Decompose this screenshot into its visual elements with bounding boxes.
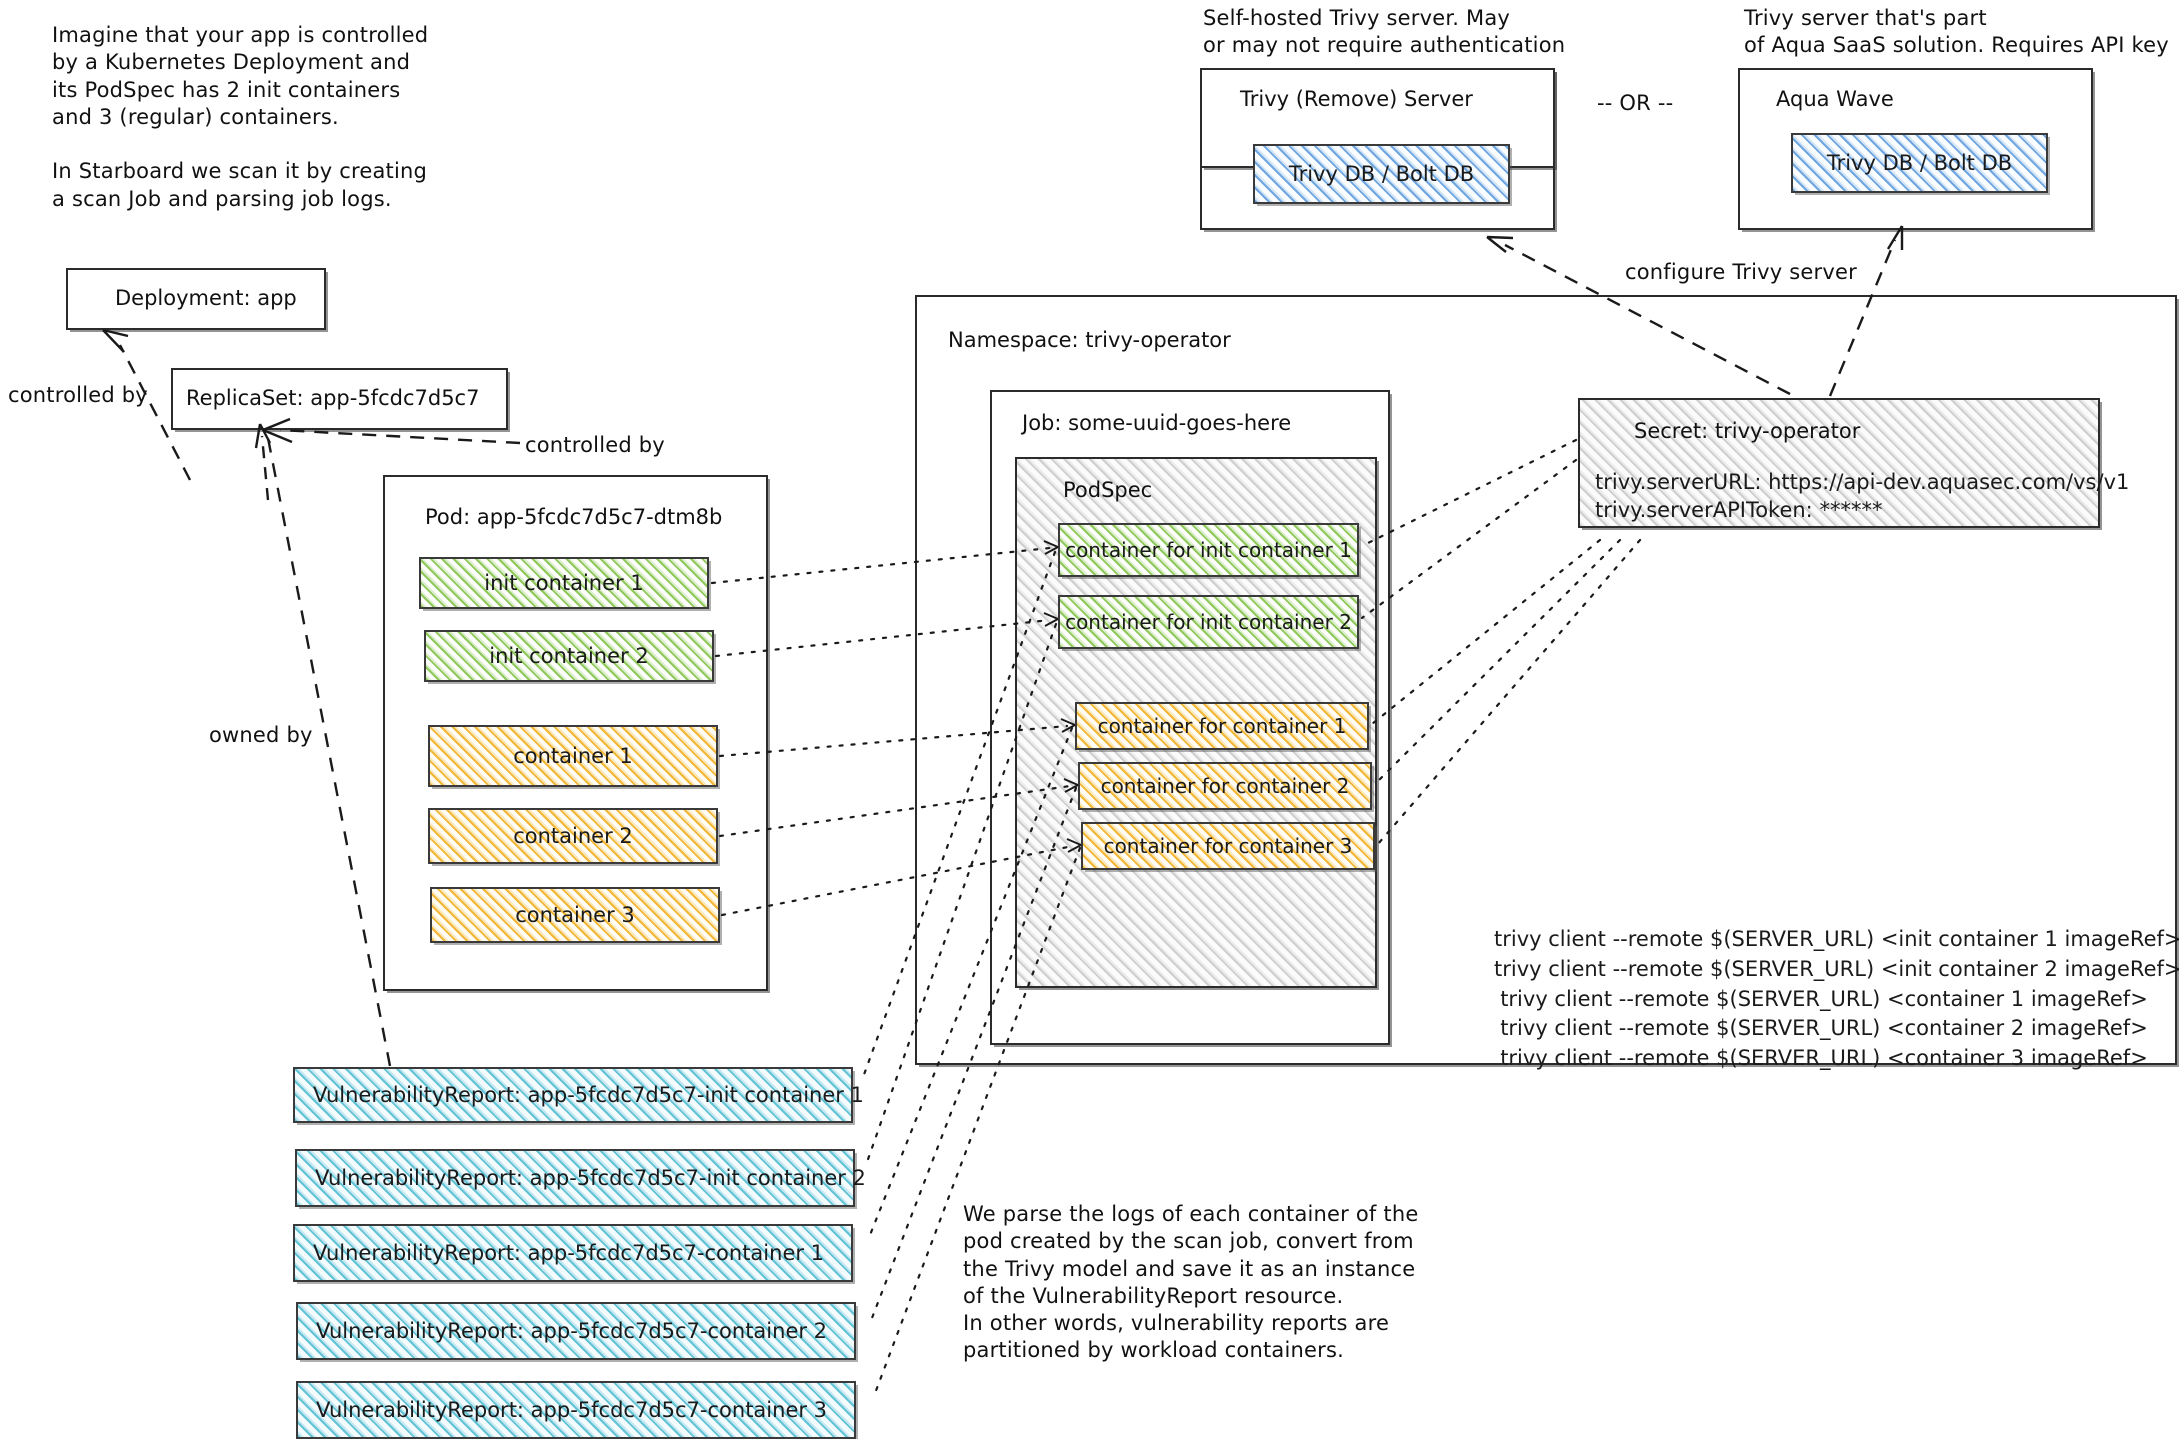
job-title: Job: some-uuid-goes-here	[1022, 411, 1292, 435]
pod-container-0-label: init container 1	[484, 571, 644, 595]
pod-container-2: container 1	[428, 725, 718, 787]
deployment-label: Deployment: app	[115, 286, 297, 310]
arrow-pod-owner	[260, 435, 270, 501]
pod-container-3: container 2	[428, 808, 718, 864]
podspec-title: PodSpec	[1063, 478, 1153, 502]
configure-trivy-server-label: configure Trivy server	[1625, 260, 1857, 284]
scan-container-4: container for container 3	[1081, 822, 1375, 870]
aqua-saas-note: Trivy server that's part of Aqua SaaS so…	[1744, 6, 2169, 58]
pod-container-2-label: container 1	[513, 744, 633, 768]
pod-container-1-label: init container 2	[489, 644, 649, 668]
pod-container-4: container 3	[430, 887, 720, 943]
vulnerability-report-4-label: VulnerabilityReport: app-5fcdc7d5c7-cont…	[316, 1398, 828, 1422]
vulnerability-report-1: VulnerabilityReport: app-5fcdc7d5c7-init…	[295, 1149, 866, 1207]
trivy-remote-server-outer	[1200, 68, 1555, 230]
trivy-remote-db-label: Trivy DB / Bolt DB	[1288, 162, 1475, 186]
secret-title: Secret: trivy-operator	[1634, 419, 1861, 443]
namespace-title: Namespace: trivy-operator	[948, 328, 1231, 352]
trivy-command-lines: trivy client --remote $(SERVER_URL) <ini…	[1494, 927, 2179, 1071]
arrowhead-deployment	[102, 328, 129, 353]
owned-by-label: owned by	[209, 723, 313, 747]
vulnerability-report-4: VulnerabilityReport: app-5fcdc7d5c7-cont…	[296, 1381, 856, 1439]
scan-container-4-label: container for container 3	[1103, 834, 1353, 858]
scan-container-0-label: container for init container 1	[1065, 538, 1352, 562]
pod-container-4-label: container 3	[515, 903, 635, 927]
secret-box	[1578, 398, 2100, 528]
replicaset-box	[171, 368, 508, 430]
controlled-by-left-label: controlled by	[8, 383, 148, 407]
vulnerability-report-2: VulnerabilityReport: app-5fcdc7d5c7-cont…	[293, 1224, 853, 1282]
scan-container-2-label: container for container 1	[1097, 714, 1347, 738]
aqua-wave-db-box: Trivy DB / Bolt DB	[1791, 133, 2048, 193]
pod-container-1: init container 2	[424, 630, 714, 682]
trivy-remote-db-box: Trivy DB / Bolt DB	[1253, 144, 1510, 204]
pod-container-0: init container 1	[419, 557, 709, 609]
pod-container-3-label: container 2	[513, 824, 633, 848]
aqua-wave-title: Aqua Wave	[1776, 87, 1894, 111]
vulnerability-report-3: VulnerabilityReport: app-5fcdc7d5c7-cont…	[296, 1302, 856, 1360]
scan-container-3-label: container for container 2	[1100, 774, 1350, 798]
aqua-wave-db-label: Trivy DB / Bolt DB	[1826, 151, 2013, 175]
trivy-remote-server-title: Trivy (Remove) Server	[1240, 87, 1473, 111]
vulnerability-report-1-label: VulnerabilityReport: app-5fcdc7d5c7-init…	[315, 1166, 866, 1190]
self-hosted-trivy-note: Self-hosted Trivy server. May or may not…	[1203, 6, 1566, 58]
deployment-box	[66, 268, 326, 330]
scan-container-0: container for init container 1	[1058, 523, 1359, 577]
arrow-pod-to-replicaset	[279, 428, 521, 445]
pod-title: Pod: app-5fcdc7d5c7-dtm8b	[425, 505, 723, 529]
arrow-owned-by	[266, 437, 392, 1067]
scan-container-3: container for container 2	[1078, 762, 1372, 810]
scan-container-2: container for container 1	[1075, 702, 1369, 750]
or-divider-label: -- OR --	[1597, 91, 1674, 115]
intro-note: Imagine that your app is controlled by a…	[52, 23, 429, 211]
arrowhead-trivy-remote	[1486, 235, 1514, 253]
secret-values: trivy.serverURL: https://api-dev.aquasec…	[1595, 470, 2130, 523]
vulnerability-report-0: VulnerabilityReport: app-5fcdc7d5c7-init…	[293, 1067, 864, 1123]
vulnerability-report-3-label: VulnerabilityReport: app-5fcdc7d5c7-cont…	[316, 1319, 828, 1343]
vulnerability-report-0-label: VulnerabilityReport: app-5fcdc7d5c7-init…	[313, 1083, 864, 1107]
replicaset-label: ReplicaSet: app-5fcdc7d5c7	[186, 386, 480, 410]
controlled-by-right-label: controlled by	[525, 433, 665, 457]
parse-logs-explanation-note: We parse the logs of each container of t…	[963, 1202, 1419, 1363]
scan-container-1-label: container for init container 2	[1065, 610, 1352, 634]
scan-container-1: container for init container 2	[1058, 595, 1359, 649]
vulnerability-report-2-label: VulnerabilityReport: app-5fcdc7d5c7-cont…	[313, 1241, 825, 1265]
